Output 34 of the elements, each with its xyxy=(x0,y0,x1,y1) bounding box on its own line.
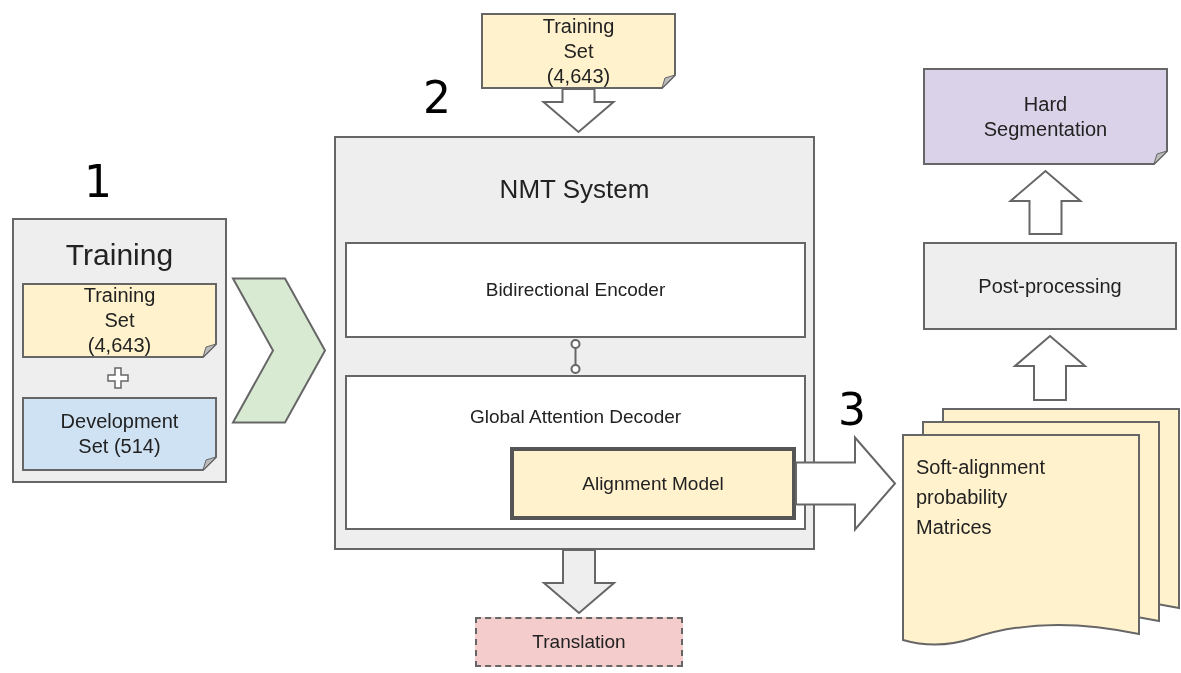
block-arrow xyxy=(795,434,897,533)
system-box xyxy=(334,136,815,550)
process-box xyxy=(345,375,806,530)
node-title: NMT System xyxy=(499,173,650,206)
node-text: Training Set (4,643) xyxy=(541,13,616,89)
process-box xyxy=(510,447,796,520)
node-text: Training Set (4,643) xyxy=(82,283,157,358)
process-box xyxy=(923,242,1177,330)
connector xyxy=(570,339,581,374)
process-box xyxy=(345,242,806,338)
node-title: Global Attention Decoder xyxy=(469,405,682,429)
group-box xyxy=(12,218,227,483)
document-box xyxy=(22,283,217,358)
node-text: Development Set (514) xyxy=(60,409,179,459)
document-box xyxy=(481,13,676,89)
node-text: Alignment Model xyxy=(582,471,724,496)
node-text: Translation xyxy=(532,630,626,654)
step-number: 2 xyxy=(422,76,452,120)
chevron-arrow xyxy=(231,277,327,424)
node-text: Post-processing xyxy=(978,273,1122,299)
output-box xyxy=(475,617,683,667)
node-title: Training xyxy=(65,237,174,273)
document-box xyxy=(923,68,1168,165)
block-arrow xyxy=(1007,169,1084,235)
block-arrow xyxy=(1012,334,1088,401)
block-arrow xyxy=(540,88,617,134)
document-stack xyxy=(902,408,1180,648)
node-text: Soft-alignment probability Matrices xyxy=(916,455,1046,540)
document-box xyxy=(22,397,217,471)
step-number: 1 xyxy=(83,160,113,204)
node-text: Bidirectional Encoder xyxy=(485,278,666,302)
step-number: 3 xyxy=(837,388,867,432)
block-arrow xyxy=(541,549,617,615)
node-text: Hard Segmentation xyxy=(982,91,1109,142)
